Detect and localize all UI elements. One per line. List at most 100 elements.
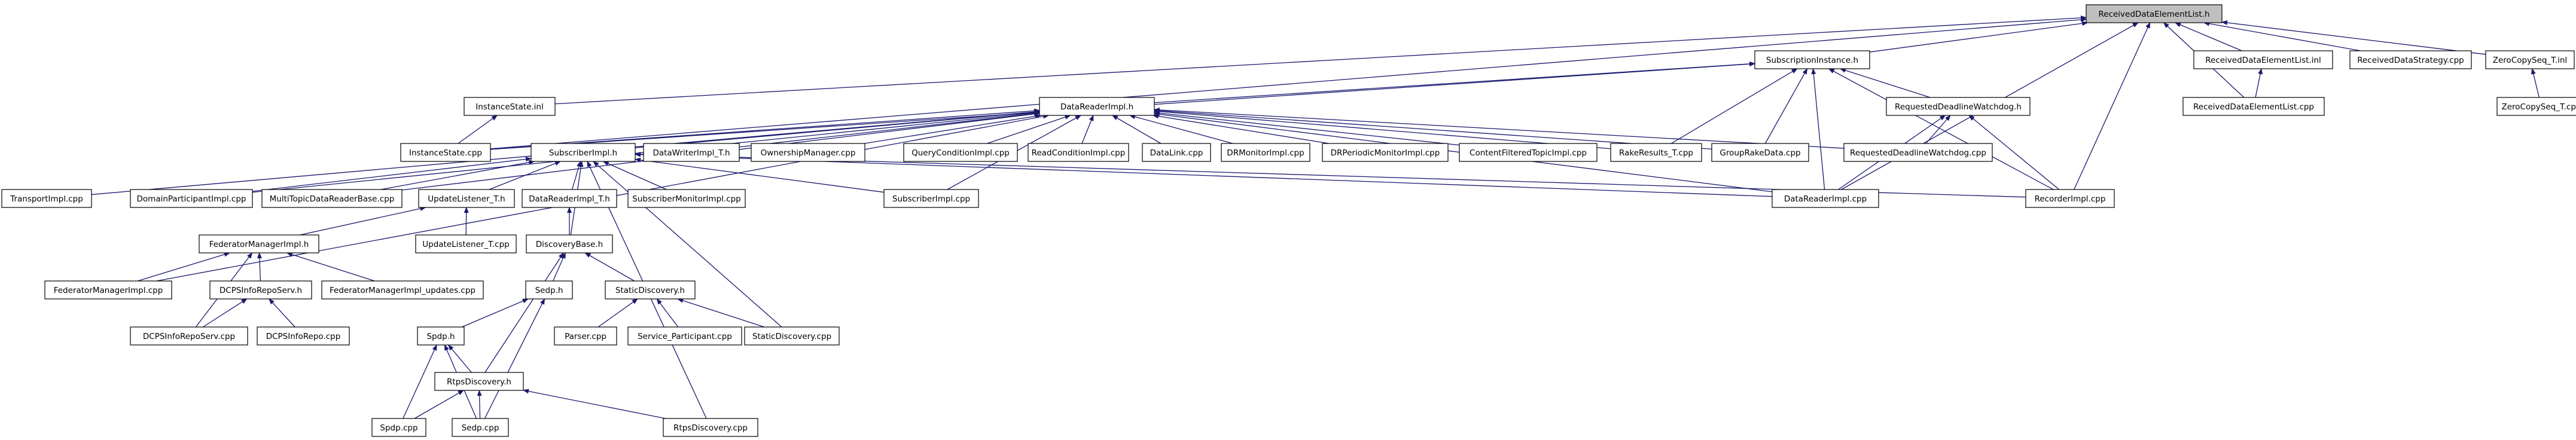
node-box	[2485, 50, 2575, 69]
graph-node[interactable]: InstanceState.cpp	[400, 143, 491, 162]
graph-node[interactable]: TransportImpl.cpp	[1, 189, 92, 208]
edge-n32-n37	[286, 252, 375, 282]
node-box	[1711, 143, 1809, 162]
graph-node[interactable]: DataReaderImpl.h	[1039, 97, 1155, 116]
graph-node[interactable]: StaticDiscovery.h	[605, 280, 696, 300]
edge-n0-n4	[2221, 20, 2486, 55]
graph-node[interactable]: DRPeriodicMonitorImpl.cpp	[1322, 143, 1449, 162]
node-label: SubscriberImpl.h	[549, 148, 617, 158]
edge-n1-n9	[1839, 68, 1931, 98]
graph-node[interactable]: OwnershipManager.cpp	[751, 143, 865, 162]
graph-node[interactable]: ReceivedDataElementList.cpp	[2182, 97, 2325, 116]
node-box	[1322, 143, 1449, 162]
graph-node[interactable]: RequestedDeadlineWatchdog.cpp	[1843, 143, 1993, 162]
graph-node[interactable]: SubscriberImpl.h	[531, 143, 636, 162]
graph-node[interactable]: DRMonitorImpl.cpp	[1221, 143, 1310, 162]
edge-n32-n35	[137, 252, 230, 282]
graph-node[interactable]: MultiTopicDataReaderBase.cpp	[261, 189, 403, 208]
node-box	[209, 280, 312, 300]
node-box	[44, 280, 172, 300]
graph-node[interactable]: FederatorManagerImpl.h	[199, 234, 319, 253]
node-box	[199, 234, 319, 253]
edge-n8-n13	[864, 114, 1041, 144]
graph-node[interactable]: DiscoveryBase.h	[526, 234, 613, 253]
graph-node[interactable]: Service_Participant.cpp	[627, 326, 742, 346]
node-box	[744, 326, 840, 346]
graph-node[interactable]: DCPSInfoRepo.cpp	[257, 326, 350, 346]
graph-node[interactable]: UpdateListener_T.cpp	[415, 234, 517, 253]
node-box	[883, 189, 979, 208]
graph-node[interactable]: RequestedDeadlineWatchdog.h	[1886, 97, 2031, 116]
graph-node[interactable]: Sedp.h	[525, 280, 573, 300]
edge-n8-n20	[1154, 109, 1611, 149]
graph-node[interactable]: DomainParticipantImpl.cpp	[130, 189, 253, 208]
graph-node[interactable]: Sedp.cpp	[452, 418, 509, 437]
edge-n11-n24	[252, 157, 532, 192]
node-box	[415, 234, 517, 253]
graph-node[interactable]: ReceivedDataStrategy.cpp	[2349, 50, 2472, 69]
node-box	[663, 418, 758, 437]
graph-node[interactable]: InstanceState.inl	[464, 97, 556, 116]
graph-node[interactable]: RecorderImpl.cpp	[2025, 189, 2115, 208]
root-node[interactable]: ReceivedDataElementList.h	[2086, 4, 2223, 23]
edge-n26-n33	[464, 207, 469, 236]
graph-node[interactable]: DataReaderImpl.cpp	[1772, 189, 1879, 208]
graph-node[interactable]: Spdp.cpp	[371, 418, 426, 437]
node-box	[261, 189, 403, 208]
edge-n1-n8	[1154, 61, 1755, 103]
graph-node[interactable]: QueryConditionImpl.cpp	[903, 143, 1018, 162]
node-label: DCPSInfoRepoServ.cpp	[143, 332, 235, 341]
graph-node[interactable]: Spdp.h	[417, 326, 465, 346]
node-label: Sedp.h	[535, 286, 563, 295]
node-box	[1, 189, 92, 208]
node-label: DataReaderImpl_T.h	[529, 194, 610, 204]
graph-node[interactable]: DataLink.cpp	[1142, 143, 1211, 162]
graph-node[interactable]: GroupRakeData.cpp	[1711, 143, 1809, 162]
node-label: ContentFilteredTopicImpl.cpp	[1470, 148, 1587, 158]
graph-node[interactable]: DCPSInfoRepoServ.cpp	[130, 326, 248, 346]
graph-node[interactable]: UpdateListener_T.h	[418, 189, 515, 208]
node-label: RequestedDeadlineWatchdog.cpp	[1850, 148, 1986, 158]
graph-node[interactable]: SubscriberMonitorImpl.cpp	[627, 189, 746, 208]
edge-n38-n48	[484, 298, 545, 419]
graph-node[interactable]: RtpsDiscovery.h	[434, 372, 524, 391]
node-box	[526, 234, 613, 253]
node-label: FederatorManagerImpl.h	[209, 240, 309, 249]
graph-node[interactable]: ZeroCopySeq_T.cpp	[2496, 97, 2576, 116]
graph-node[interactable]: SubscriberImpl.cpp	[883, 189, 979, 208]
node-label: ReceivedDataElementList.h	[2099, 10, 2210, 19]
graph-node[interactable]: RakeResults_T.cpp	[1610, 143, 1702, 162]
node-label: FederatorManagerImpl_updates.cpp	[330, 286, 475, 295]
node-label: RequestedDeadlineWatchdog.h	[1895, 102, 2022, 112]
edge-n2-n6	[2255, 68, 2263, 98]
graph-node[interactable]: ReadConditionImpl.cpp	[1028, 143, 1129, 162]
graph-node[interactable]: SubscriptionInstance.h	[1754, 50, 1870, 69]
edge-n0-n1	[1869, 21, 2089, 53]
graph-node[interactable]: DataWriterImpl_T.h	[643, 143, 740, 162]
node-label: GroupRakeData.cpp	[1720, 148, 1800, 158]
edge-n8-n21	[1154, 108, 1712, 150]
graph-node[interactable]: FederatorManagerImpl_updates.cpp	[321, 280, 484, 300]
node-label: Parser.cpp	[565, 332, 606, 341]
edge-n11-n27	[571, 161, 581, 190]
edge-layer	[91, 15, 2540, 419]
edge-n36-n41	[269, 298, 295, 328]
node-label: FederatorManagerImpl.cpp	[54, 286, 163, 295]
node-label: ReceivedDataElementList.cpp	[2193, 102, 2314, 112]
graph-node[interactable]: Parser.cpp	[554, 326, 617, 346]
graph-node[interactable]: StaticDiscovery.cpp	[744, 326, 840, 346]
graph-node[interactable]: ReceivedDataElementList.inl	[2193, 50, 2333, 69]
graph-node[interactable]: FederatorManagerImpl.cpp	[44, 280, 172, 300]
edge-n8-n15	[1081, 115, 1094, 144]
graph-node[interactable]: ZeroCopySeq_T.inl	[2485, 50, 2575, 69]
edge-n9-n31	[1968, 115, 2060, 190]
node-label: ReceivedDataElementList.inl	[2205, 56, 2321, 65]
graph-node[interactable]: DataReaderImpl_T.h	[522, 189, 617, 208]
edge-n34-n39	[584, 252, 635, 282]
node-label: DiscoveryBase.h	[536, 240, 603, 249]
graph-node[interactable]: ContentFilteredTopicImpl.cpp	[1459, 143, 1598, 162]
edge-n39-n44	[677, 298, 765, 328]
node-box	[371, 418, 426, 437]
graph-node[interactable]: DCPSInfoRepoServ.h	[209, 280, 312, 300]
graph-node[interactable]: RtpsDiscovery.cpp	[663, 418, 758, 437]
